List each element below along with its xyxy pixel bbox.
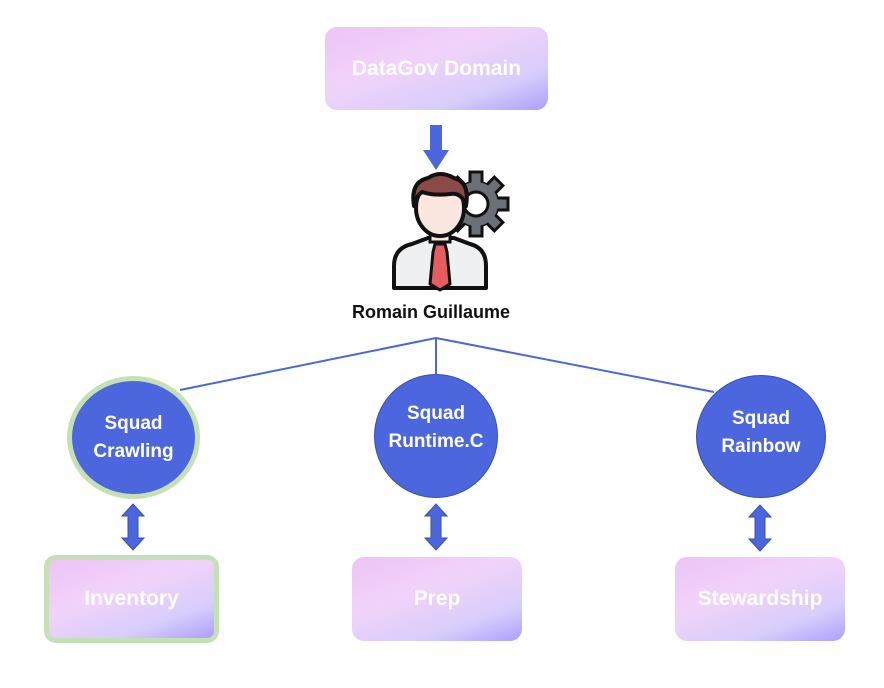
squad-line2: Crawling: [93, 440, 174, 462]
domain-node-label: Inventory: [84, 587, 179, 610]
squad-line2: Runtime.C: [388, 431, 484, 452]
root-node-label: DataGov Domain: [351, 56, 522, 80]
squad-line2: Rainbow: [721, 435, 801, 457]
domain-node-stewardship[interactable]: Stewardship: [675, 557, 845, 641]
domain-node-prep[interactable]: Prep: [352, 557, 522, 641]
manager-with-gear-icon: [392, 170, 510, 292]
squad-line1: Squad: [731, 407, 791, 429]
down-arrow-icon: [423, 125, 449, 170]
squad-line1: Squad: [104, 412, 163, 434]
double-arrow-icon: [423, 503, 449, 551]
root-node-datagov-domain[interactable]: DataGov Domain: [325, 27, 548, 110]
manager-name: Romain Guillaume: [352, 302, 511, 322]
connector-line-crawling: [179, 337, 437, 391]
domain-node-label: Prep: [413, 587, 461, 610]
domain-node-label: Stewardship: [697, 587, 823, 610]
domain-node-inventory[interactable]: Inventory: [44, 555, 219, 643]
connector-line-rainbow: [435, 337, 715, 393]
double-arrow-icon: [747, 504, 773, 552]
squad-line1: Squad: [406, 403, 466, 424]
double-arrow-icon: [120, 503, 146, 551]
